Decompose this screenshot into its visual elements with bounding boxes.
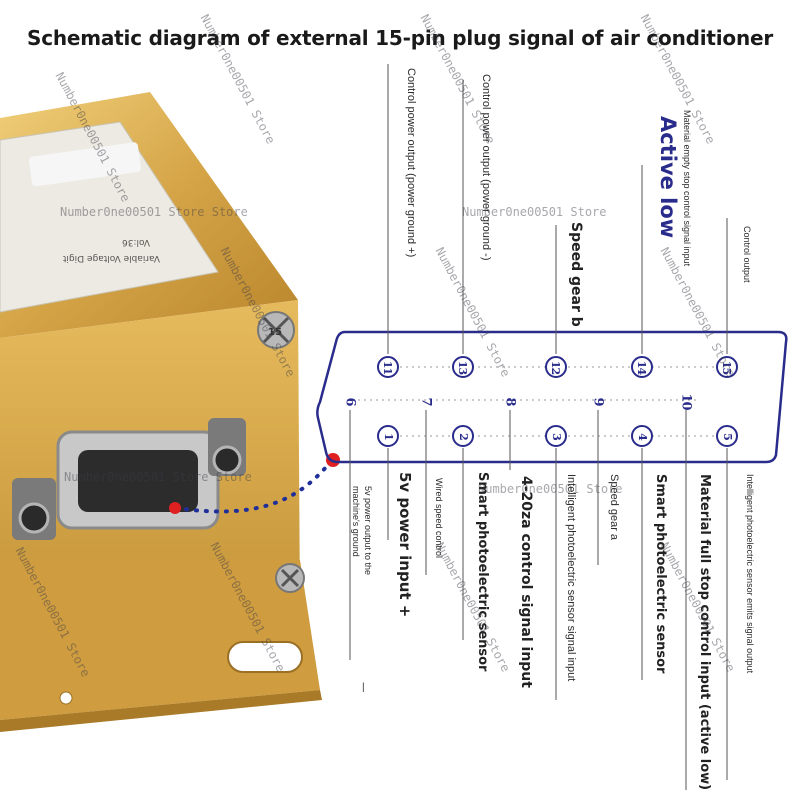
label-pin-15: Control output — [742, 226, 752, 283]
pin-7: 7 — [418, 396, 434, 406]
dash-mark: | — [362, 682, 365, 693]
red-dot — [169, 502, 181, 514]
pin-15: 15 — [716, 356, 738, 378]
mounting-slot — [227, 641, 303, 673]
label-pin-11: Control power output (power ground +) — [405, 68, 417, 258]
pin-2: 2 — [452, 425, 474, 447]
device-flange — [0, 560, 320, 720]
pin-14: 14 — [631, 356, 653, 378]
watermark: Number0ne00501 Store Store — [60, 205, 248, 219]
pin-10: 10 — [678, 392, 694, 410]
watermark: Number0ne00501 Store — [462, 205, 607, 219]
panel-text-1: Variable Voltage Digit — [62, 253, 160, 263]
active-low-note: Active low — [656, 116, 680, 239]
label-pin-12: Speed gear b — [568, 222, 584, 327]
page-title: Schematic diagram of external 15-pin plu… — [26, 26, 774, 50]
pin-13: 13 — [452, 356, 474, 378]
watermark: Number0ne00501 Store — [478, 482, 623, 496]
wire-dots — [174, 458, 334, 514]
pin-6: 6 — [342, 396, 358, 406]
pin-11: 11 — [377, 356, 399, 378]
watermark: Number0ne00501 Store Store — [64, 470, 252, 484]
pin-4: 4 — [631, 425, 653, 447]
pin-1: 1 — [377, 425, 399, 447]
label-pin-8: 4-20za control signal input — [518, 476, 534, 688]
red-dot — [326, 453, 340, 467]
panel-text-2: Vol:36 — [122, 237, 150, 247]
label-pin-4: Smart photoelectric sensor — [653, 474, 668, 674]
label-pin-1: 5v power input + — [396, 472, 414, 618]
pin-9: 9 — [590, 396, 606, 406]
label-pin-6: 5v power output to the machine's ground — [351, 486, 373, 576]
pin-3: 3 — [545, 425, 567, 447]
device-badge: 15 — [268, 327, 282, 338]
label-pin-5: Intelligent photoelectric sensor emits s… — [745, 474, 755, 674]
label-pin-14: Material empty stop control signal input — [682, 110, 692, 267]
pin-8: 8 — [502, 396, 518, 406]
label-pin-13: Control power output (power ground -) — [480, 74, 492, 261]
label-pin-3: Intelligent photoelectric sensor signal … — [565, 474, 577, 682]
pin-12: 12 — [545, 356, 567, 378]
pin-5: 5 — [716, 425, 738, 447]
